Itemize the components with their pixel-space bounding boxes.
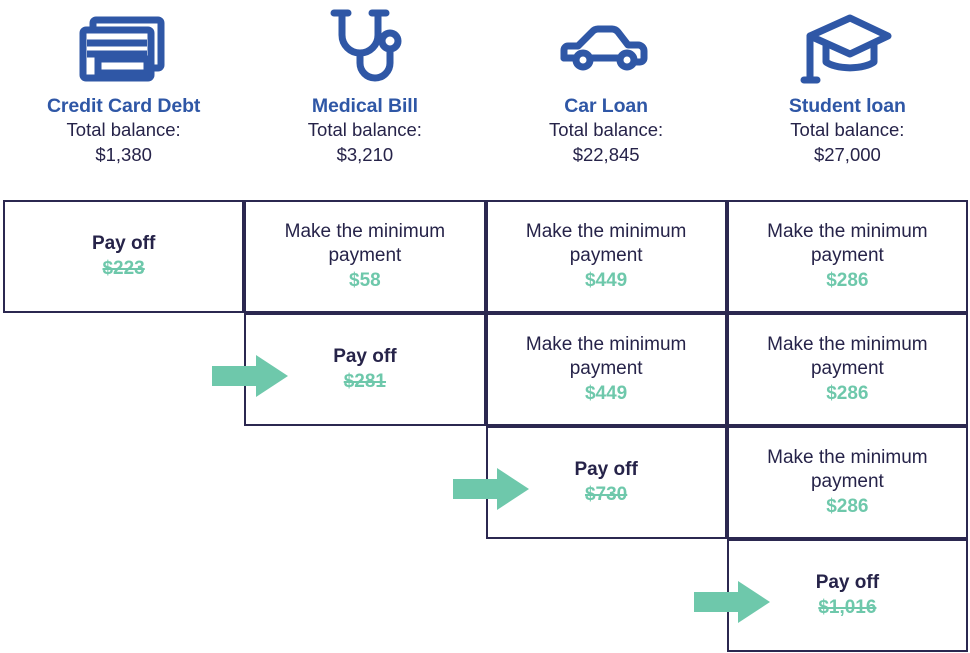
- cell-action: Make the minimum payment: [767, 446, 928, 492]
- table-cell: Make the minimum payment $58: [244, 200, 486, 313]
- cell-action: Pay off: [815, 571, 880, 593]
- cell-amount: $286: [826, 382, 869, 404]
- cell-action: Pay off: [574, 458, 638, 480]
- header-balance-label: Total balance:: [549, 119, 664, 141]
- header-title: Car Loan: [564, 95, 648, 117]
- cell-action: Make the minimum payment: [767, 333, 928, 379]
- cell-action: Make the minimum payment: [767, 220, 928, 266]
- column-headers: Credit Card Debt Total balance: $1,380 M…: [3, 0, 968, 200]
- table-cell: Make the minimum payment $286: [726, 426, 968, 539]
- header-balance-value: $22,845: [572, 144, 640, 166]
- cell-action: Make the minimum payment: [525, 333, 687, 379]
- cell-amount: $449: [584, 382, 628, 404]
- arrow-to-car-loan-payoff: [453, 468, 529, 510]
- cell-amount: $1,016: [818, 596, 877, 618]
- header-title: Credit Card Debt: [46, 95, 201, 117]
- cell-action: Pay off: [333, 345, 397, 367]
- header-balance-value: $1,380: [95, 144, 152, 166]
- cell-action: Make the minimum payment: [525, 220, 687, 266]
- payment-plan-grid: Pay off $223 Make the minimum payment $5…: [3, 200, 968, 652]
- header-balance-label: Total balance:: [790, 119, 905, 141]
- table-cell: Make the minimum payment $286: [726, 200, 968, 313]
- table-cell: Make the minimum payment $449: [485, 313, 727, 426]
- header-title: Medical Bill: [311, 95, 418, 117]
- arrow-to-student-loan-payoff: [694, 581, 770, 623]
- cell-amount: $58: [349, 269, 381, 291]
- header-student-loan: Student loan Total balance: $27,000: [727, 0, 968, 200]
- header-credit-card-debt: Credit Card Debt Total balance: $1,380: [3, 0, 244, 200]
- cell-amount: $286: [826, 495, 869, 517]
- header-medical-bill: Medical Bill Total balance: $3,210: [244, 0, 485, 200]
- header-title: Student loan: [788, 95, 906, 117]
- cell-amount: $223: [102, 257, 145, 279]
- cell-amount: $730: [584, 483, 628, 505]
- header-balance-label: Total balance:: [66, 119, 181, 141]
- table-cell: Pay off $223: [3, 200, 245, 313]
- table-cell: Make the minimum payment $286: [726, 313, 968, 426]
- header-balance-value: $3,210: [336, 144, 394, 166]
- credit-card-icon: [76, 6, 172, 94]
- cell-amount: $286: [826, 269, 869, 291]
- header-balance-value: $27,000: [813, 144, 881, 166]
- table-cell: Pay off $1,016: [726, 539, 968, 652]
- cell-action: Make the minimum payment: [284, 220, 446, 266]
- cell-amount: $449: [584, 269, 628, 291]
- header-car-loan: Car Loan Total balance: $22,845: [486, 0, 727, 200]
- stethoscope-icon: [320, 6, 410, 94]
- arrow-to-medical-bill-payoff: [212, 355, 288, 397]
- table-cell: Pay off $730: [485, 426, 727, 539]
- header-balance-label: Total balance:: [307, 119, 422, 141]
- cell-amount: $281: [343, 370, 387, 392]
- graduation-cap-icon: [800, 6, 894, 94]
- cell-action: Pay off: [91, 232, 156, 254]
- table-cell: Make the minimum payment $449: [485, 200, 727, 313]
- car-icon: [556, 6, 656, 94]
